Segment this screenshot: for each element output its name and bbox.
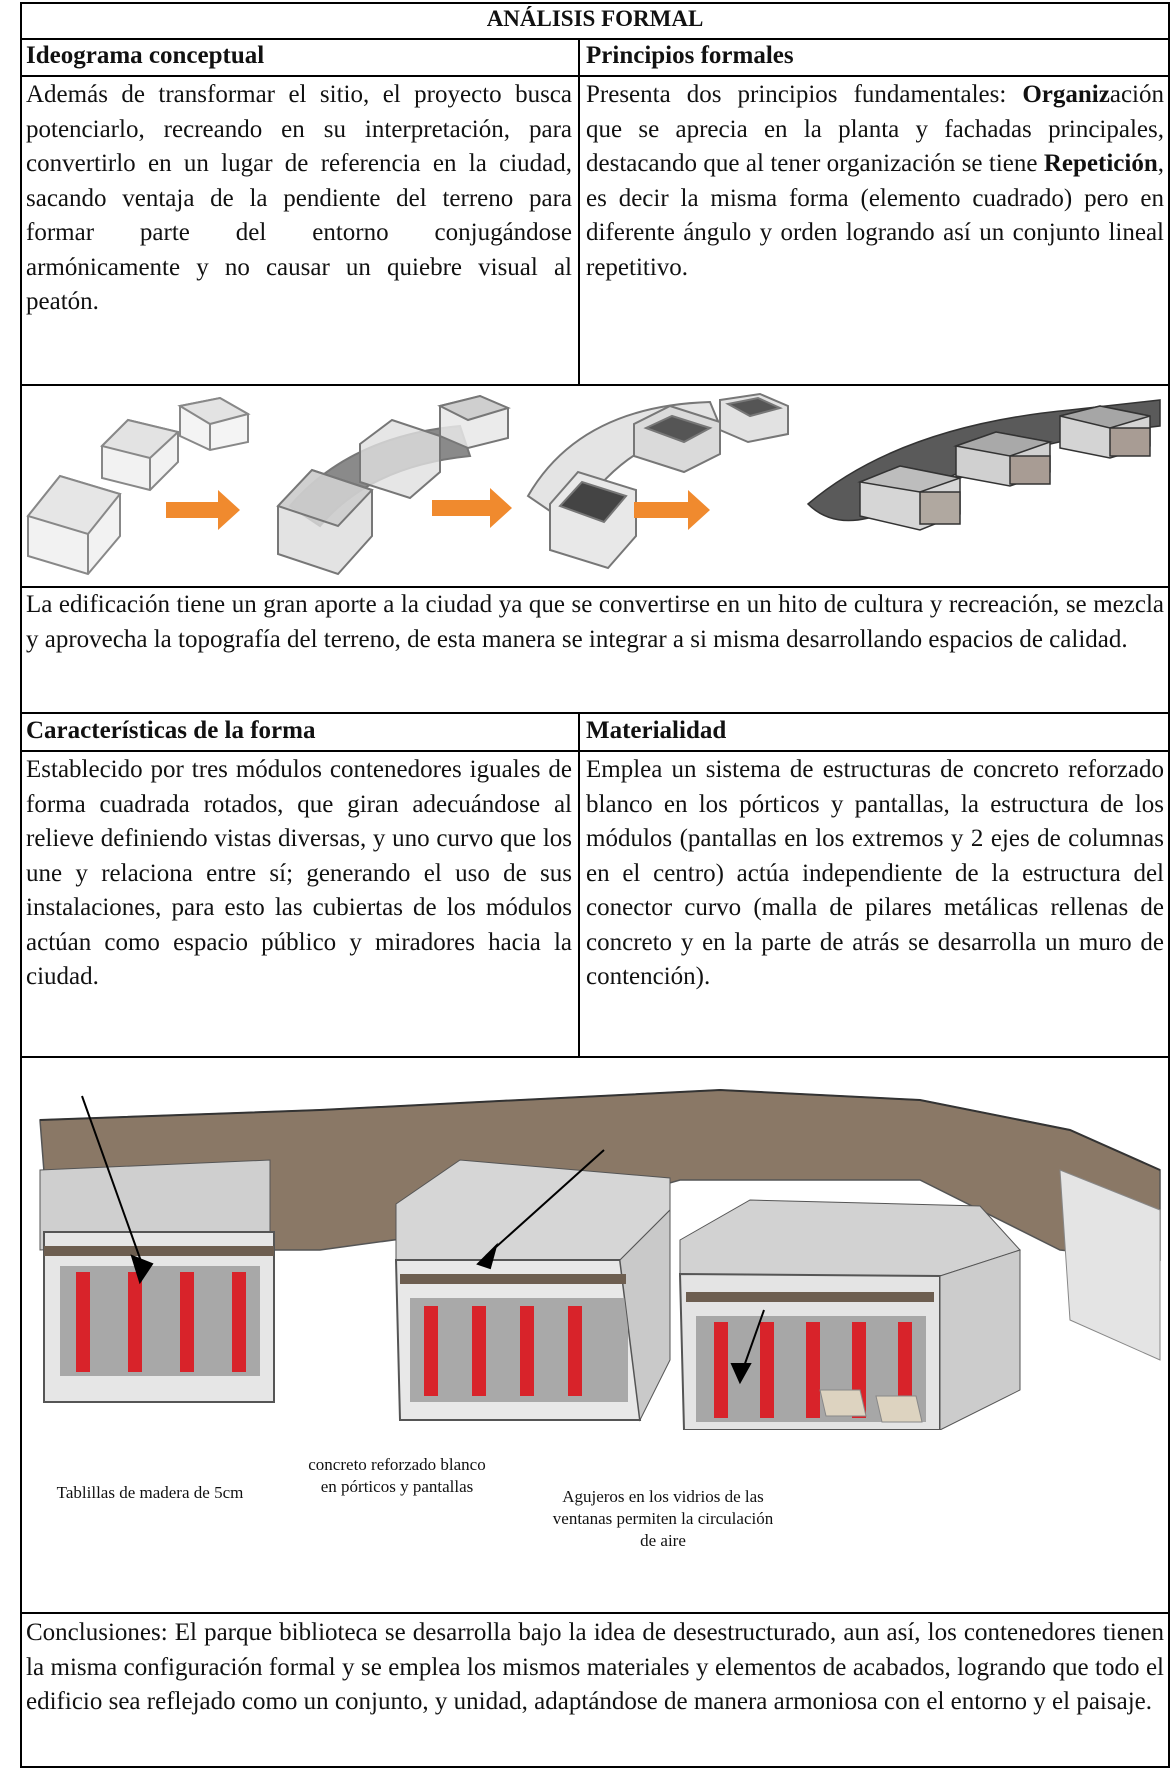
module-middle	[394, 1159, 671, 1422]
materiality-header: Materialidad	[586, 717, 727, 744]
divider	[20, 750, 1170, 752]
annotation-arrows	[81, 1095, 765, 1385]
divider	[20, 38, 1170, 40]
module-right	[678, 1199, 1021, 1430]
ideogram-description: La edificación tiene un gran aporte a la…	[26, 591, 1164, 653]
arrow-down-icon	[730, 1363, 752, 1385]
arrow-right-icon	[166, 490, 240, 530]
stage2-boxes	[276, 394, 511, 576]
retaining-wall	[1059, 1169, 1161, 1361]
divider	[20, 384, 1170, 386]
building-rendering	[39, 1088, 1161, 1430]
divider	[20, 75, 1170, 77]
column-divider	[578, 38, 580, 384]
conclusions-text: Conclusiones: El parque biblioteca se de…	[26, 1619, 1164, 1715]
divider	[20, 586, 1170, 588]
column-divider	[578, 712, 580, 1056]
ideogram-text: Además de transformar el sitio, el proye…	[26, 81, 572, 315]
entrance-steps	[819, 1389, 923, 1423]
caption-wood-slats: Tablillas de madera de 5cm	[56, 1483, 244, 1502]
module-left	[39, 1159, 275, 1403]
arrow-down-left-icon	[476, 1242, 498, 1270]
table-title: ANÁLISIS FORMAL	[486, 6, 704, 31]
stage1-boxes	[26, 396, 251, 576]
table-border	[20, 2, 1170, 1768]
arrow-right-icon	[432, 488, 512, 528]
railing	[39, 1088, 1161, 1171]
materiality-text: Emplea un sistema de estructuras de conc…	[586, 756, 1164, 990]
principles-header: Principios formales	[586, 42, 794, 69]
ideogram-sequence-diagram	[26, 392, 1161, 576]
ideogram-header: Ideograma conceptual	[26, 42, 265, 69]
form-characteristics-text: Establecido por tres módulos contenedore…	[26, 756, 572, 990]
stage3-boxes	[526, 392, 789, 570]
caption-white-concrete: concreto reforzado blanco en pórticos y …	[308, 1455, 486, 1496]
divider	[20, 1612, 1170, 1614]
divider	[20, 1056, 1170, 1058]
arrow-down-icon	[130, 1254, 154, 1285]
form-characteristics-header: Características de la forma	[26, 717, 316, 744]
caption-window-holes: Agujeros en los vidrios de las ventanas …	[552, 1487, 774, 1550]
principles-text: Presenta dos principios fundamentales: O…	[586, 81, 1164, 281]
stage4-rendered-model	[806, 399, 1161, 531]
divider	[20, 712, 1170, 714]
arrow-right-icon	[634, 490, 710, 530]
orange-arrows	[166, 488, 710, 530]
formal-analysis-table: ANÁLISIS FORMAL Ideograma conceptual Pri…	[20, 2, 1170, 1768]
